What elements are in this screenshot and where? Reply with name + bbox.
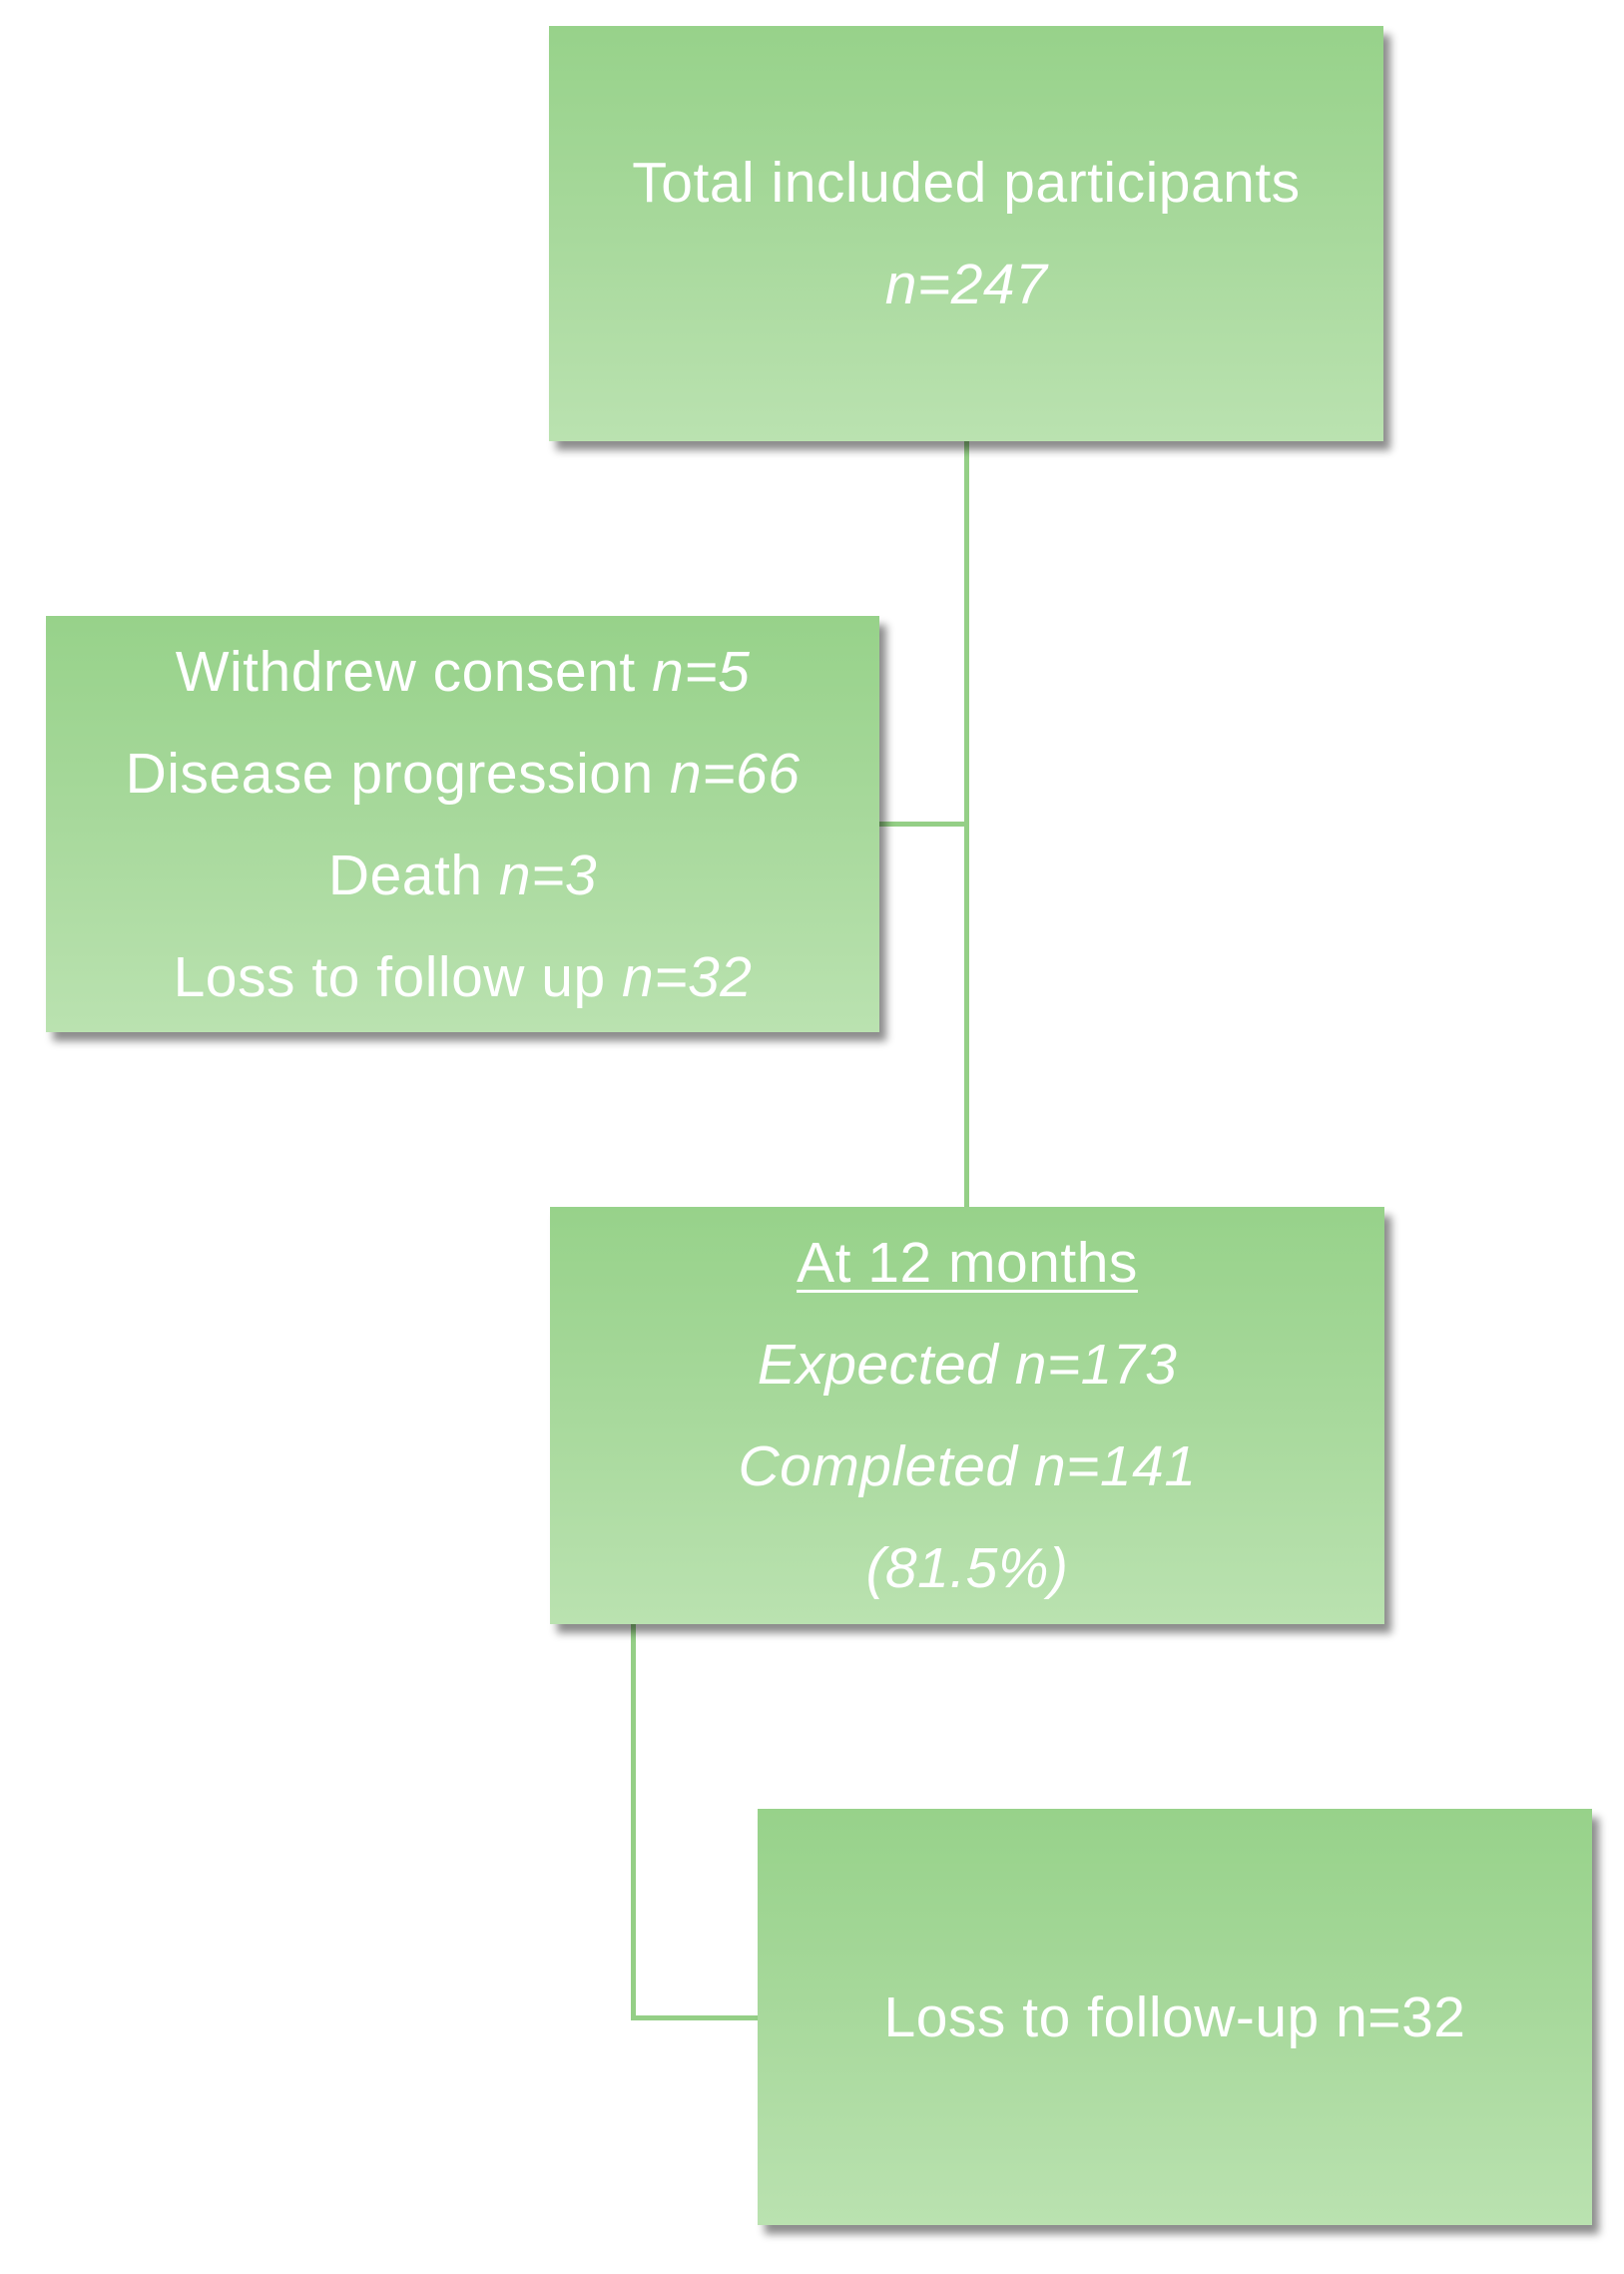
exclusion-death: Death n=3: [328, 825, 597, 926]
loss-to-follow-up-box: Loss to follow-up n=32: [758, 1809, 1592, 2225]
exclusion-count: n=32: [622, 944, 753, 1009]
exclusion-label: Loss to follow up: [173, 944, 623, 1009]
exclusions-box: Withdrew consent n=5 Disease progression…: [46, 616, 879, 1032]
twelve-months-box: At 12 months Expected n=173 Completed n=…: [550, 1207, 1384, 1624]
exclusion-disease-progression: Disease progression n=66: [126, 723, 801, 825]
twelve-months-completed: Completed n=141: [738, 1434, 1197, 1498]
exclusion-label: Disease progression: [125, 741, 671, 806]
total-participants-count: n=247: [884, 253, 1048, 316]
exclusion-loss-to-follow-up: Loss to follow up n=32: [174, 926, 753, 1028]
twelve-months-percent: (81.5%): [865, 1536, 1069, 1600]
exclusion-count: n=5: [652, 639, 751, 704]
exclusion-label: Withdrew consent: [175, 639, 653, 704]
loss-to-follow-up-label: Loss to follow-up n=32: [883, 1985, 1466, 2049]
total-participants-title: Total included participants: [632, 151, 1301, 215]
exclusion-count: n=3: [498, 843, 598, 907]
total-participants-box: Total included participants n=247: [549, 26, 1383, 441]
connector-to-exclusions: [879, 822, 967, 827]
exclusion-withdrew-consent: Withdrew consent n=5: [176, 621, 751, 723]
exclusion-count: n=66: [670, 741, 801, 806]
connector-12-months-down: [631, 1624, 636, 2020]
connector-to-loss: [631, 2015, 758, 2020]
twelve-months-expected: Expected n=173: [757, 1333, 1178, 1397]
twelve-months-title: At 12 months: [797, 1231, 1138, 1295]
exclusion-label: Death: [327, 843, 499, 907]
